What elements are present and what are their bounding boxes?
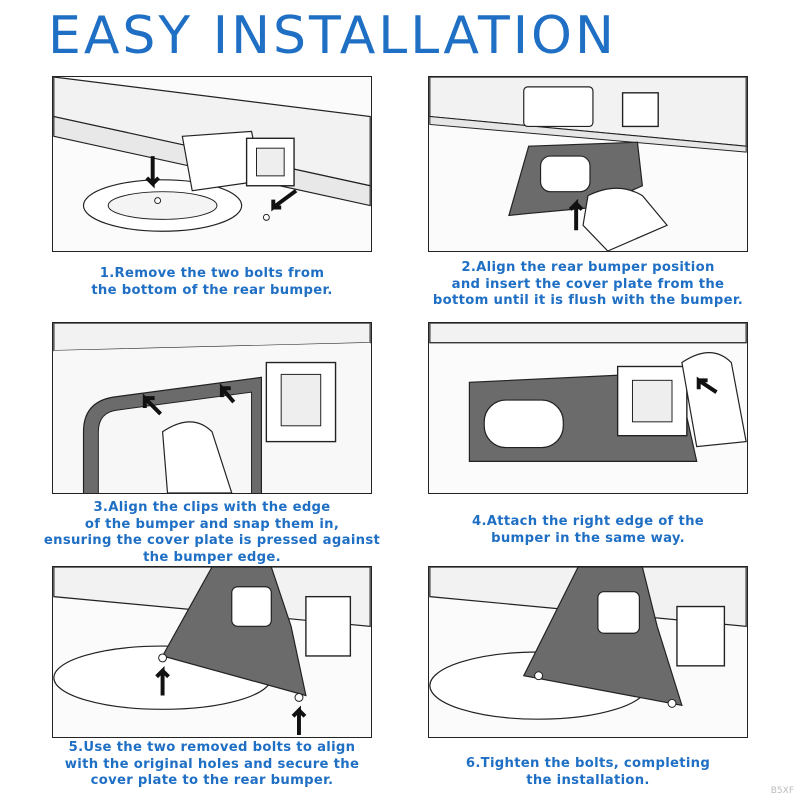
watermark: B5XF bbox=[770, 786, 794, 796]
step-5-illustration bbox=[52, 566, 372, 738]
step-3-caption: 3.Align the clips with the edge of the b… bbox=[43, 500, 381, 565]
step-2-caption: 2.Align the rear bumper position and ins… bbox=[432, 260, 744, 308]
step-4-illustration bbox=[428, 322, 748, 494]
page-title: EASY INSTALLATION bbox=[48, 6, 617, 66]
step-5-caption: 5.Use the two removed bolts to align wit… bbox=[64, 740, 360, 788]
step-6-caption: 6.Tighten the bolts, completing the inst… bbox=[465, 756, 711, 788]
step-3-illustration bbox=[52, 322, 372, 494]
step-6-illustration bbox=[428, 566, 748, 738]
step-1-illustration bbox=[52, 76, 372, 252]
step-2-illustration bbox=[428, 76, 748, 252]
step-4-caption: 4.Attach the right edge of the bumper in… bbox=[471, 514, 705, 546]
step-1-caption: 1.Remove the two bolts from the bottom o… bbox=[91, 266, 333, 298]
